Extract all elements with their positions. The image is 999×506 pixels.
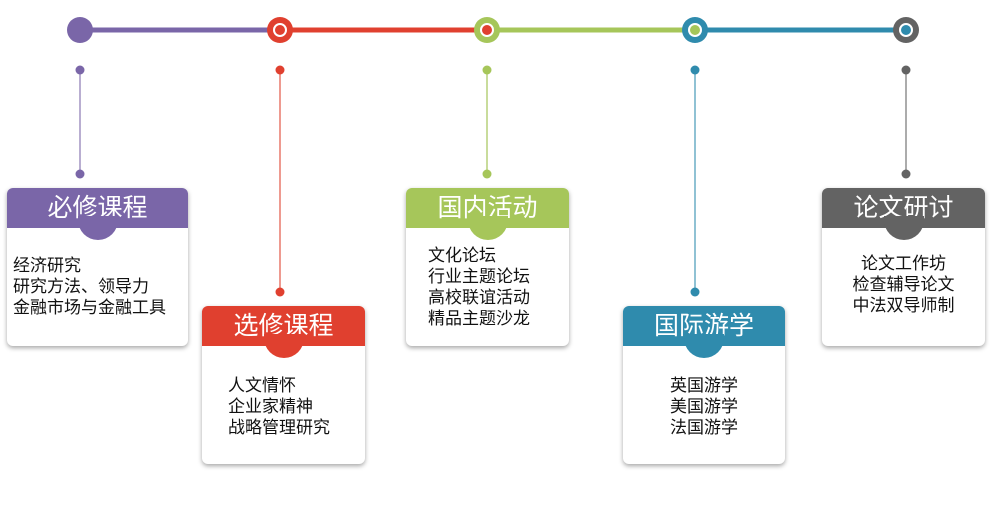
list-item: 英国游学 [670, 376, 738, 396]
list-item: 文化论坛 [428, 246, 496, 266]
card-elective-courses: 选修课程 人文情怀 企业家精神 战略管理研究 [202, 306, 365, 464]
list-item: 研究方法、领导力 [13, 277, 149, 297]
list-item: 美国游学 [670, 397, 738, 417]
list-item: 经济研究 [13, 256, 81, 276]
list-item: 人文情怀 [228, 376, 296, 396]
list-item: 论文工作坊 [861, 254, 946, 274]
card-body: 经济研究 研究方法、领导力 金融市场与金融工具 [7, 228, 188, 319]
list-item: 高校联谊活动 [428, 288, 530, 308]
list-item: 行业主题论坛 [428, 267, 530, 287]
card-thesis-seminar: 论文研讨 论文工作坊 检查辅导论文 中法双导师制 [822, 188, 985, 346]
list-item: 企业家精神 [228, 397, 313, 417]
card-body: 文化论坛 行业主题论坛 高校联谊活动 精品主题沙龙 [406, 228, 569, 330]
card-header: 国际游学 [623, 306, 785, 358]
card-header: 国内活动 [406, 188, 569, 240]
list-item: 法国游学 [670, 418, 738, 438]
card-body: 论文工作坊 检查辅导论文 中法双导师制 [822, 228, 985, 317]
card-domestic-activities: 国内活动 文化论坛 行业主题论坛 高校联谊活动 精品主题沙龙 [406, 188, 569, 346]
list-item: 精品主题沙龙 [428, 309, 530, 329]
card-international-study-tours: 国际游学 英国游学 美国游学 法国游学 [623, 306, 785, 464]
card-body: 英国游学 美国游学 法国游学 [623, 346, 785, 439]
timeline-node-1 [67, 17, 93, 43]
card-body: 人文情怀 企业家精神 战略管理研究 [202, 346, 365, 439]
list-item: 金融市场与金融工具 [13, 298, 166, 318]
list-item: 中法双导师制 [852, 296, 955, 316]
list-item: 战略管理研究 [228, 418, 330, 438]
card-header: 论文研讨 [822, 188, 985, 240]
list-item: 检查辅导论文 [852, 275, 955, 295]
card-header: 必修课程 [7, 188, 188, 240]
card-required-courses: 必修课程 经济研究 研究方法、领导力 金融市场与金融工具 [7, 188, 188, 346]
card-header: 选修课程 [202, 306, 365, 358]
